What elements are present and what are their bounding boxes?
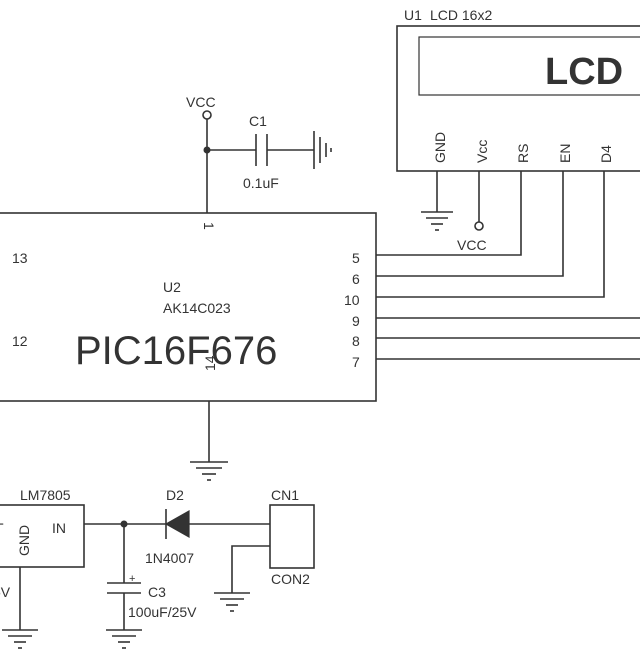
lcd-body	[396, 25, 640, 172]
cn1-body	[269, 504, 315, 569]
vcc-label-top: VCC	[186, 94, 216, 110]
mcu-pin-8: 8	[352, 333, 360, 349]
lcd-pin-gnd: GND	[432, 132, 448, 163]
regulator-pin-out: T	[0, 520, 4, 536]
mcu-pin-12: 12	[12, 333, 28, 349]
mcu-pin-10: 10	[344, 292, 360, 308]
lcd-screen	[418, 36, 640, 96]
capacitor-c3: + C3 100uF/25V	[106, 524, 197, 649]
vcc-label-lcd: VCC	[457, 237, 487, 253]
c3-value: 100uF/25V	[128, 604, 197, 620]
lcd-pin-d4: D4	[598, 145, 614, 163]
mcu-pin-7: 7	[352, 354, 360, 370]
d2-part: 1N4007	[145, 550, 194, 566]
mcu-pin-14: 14	[202, 355, 218, 371]
mcu-part: AK14C023	[163, 300, 231, 316]
lcd-name: LCD 16x2	[430, 7, 492, 23]
regulator-name: LM7805	[20, 487, 71, 503]
regulator-pin-gnd: GND	[16, 525, 32, 556]
mcu-gnd	[190, 401, 228, 481]
input-wire	[84, 520, 166, 528]
lcd-pin-rs: RS	[515, 144, 531, 163]
regulator-label-5v: 5V	[0, 584, 11, 600]
mcu-pin-1: 1	[201, 222, 217, 230]
c3-polarity: +	[129, 573, 135, 585]
lcd-display-text: LCD	[545, 51, 623, 93]
diode-d2: D2 1N4007	[145, 487, 270, 566]
lcd-pin-vcc: Vcc	[474, 140, 490, 163]
microcontroller: U2 AK14C023 PIC16F676 13 12 5 6 10 9 8 7…	[0, 212, 377, 402]
mcu-pin-5: 5	[352, 250, 360, 266]
lcd-vcc-wire: VCC	[457, 171, 487, 253]
d2-ref: D2	[166, 487, 184, 503]
mcu-body	[0, 212, 377, 402]
regulator-body	[0, 504, 85, 568]
mcu-pin-13: 13	[12, 250, 28, 266]
voltage-regulator: LM7805 T GND IN 5V	[0, 487, 85, 649]
signal-wires	[376, 171, 640, 360]
cn1-ref: CN1	[271, 487, 299, 503]
lcd-gnd-wire	[421, 171, 453, 231]
cn1-type: CON2	[271, 571, 310, 587]
mcu-pin-9: 9	[352, 313, 360, 329]
lcd-module: U1 LCD 16x2 LCD GND Vcc RS EN D4	[396, 7, 640, 172]
regulator-pin-in: IN	[52, 520, 66, 536]
connector-cn1: CN1 CON2	[214, 487, 315, 612]
c3-ref: C3	[148, 584, 166, 600]
mcu-ref: U2	[163, 279, 181, 295]
mcu-name: PIC16F676	[75, 329, 277, 373]
c1-value: 0.1uF	[243, 175, 279, 191]
lcd-ref: U1	[404, 7, 422, 23]
vcc-c1-network: VCC C1 0.1uF	[186, 94, 332, 213]
lcd-pin-en: EN	[557, 144, 573, 163]
c1-ref: C1	[249, 113, 267, 129]
mcu-pin-6: 6	[352, 271, 360, 287]
